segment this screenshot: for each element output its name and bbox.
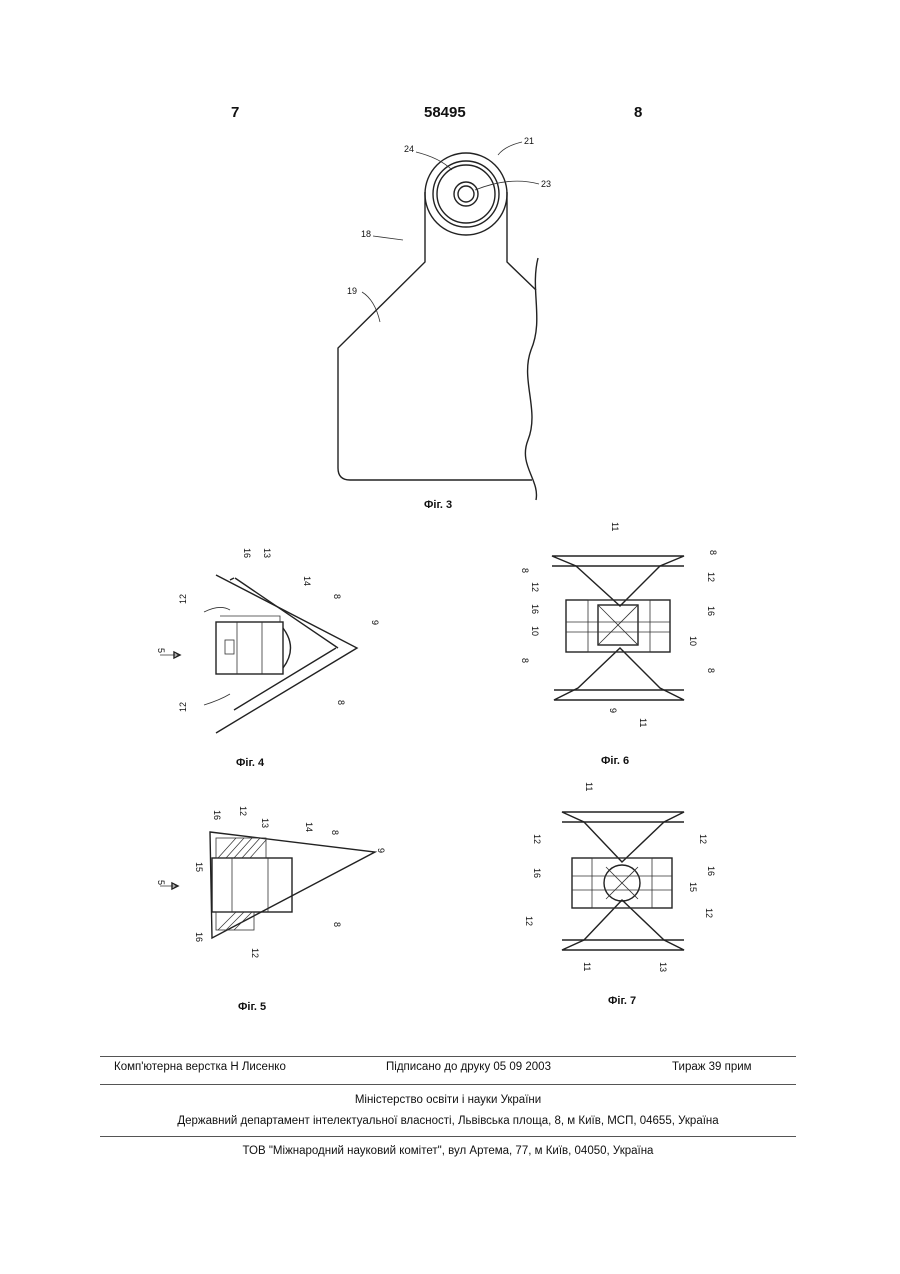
label-16-right: 16 — [706, 866, 716, 876]
figure-6: 11 8 8 12 12 16 16 10 10 8 8 9 11 Фіг. 6 — [520, 522, 718, 767]
label-15: 15 — [688, 882, 698, 892]
label-8-bottom-left: 8 — [520, 658, 530, 663]
label-12-bottom: 12 — [250, 948, 260, 958]
label-8-bottom: 8 — [336, 700, 346, 705]
label-8-top-right: 8 — [708, 550, 718, 555]
label-15: 15 — [194, 862, 204, 872]
label-14: 14 — [302, 576, 312, 586]
fig6-caption: Фіг. 6 — [601, 755, 629, 767]
figure-4: 16 13 12 14 8 9 5 12 8 Фіг. 4 — [156, 548, 380, 769]
label-12-bottom-left: 12 — [524, 916, 534, 926]
wedge-inner-top — [235, 578, 338, 648]
figure-3: 24 21 23 18 19 Фіг. 3 — [338, 136, 551, 511]
footer-ministry: Міністерство освіти і науки України — [100, 1094, 796, 1106]
label-8-bottom: 8 — [332, 922, 342, 927]
label-12-top-left: 12 — [532, 834, 542, 844]
fig4-caption: Фіг. 4 — [236, 757, 265, 769]
label-13: 13 — [262, 548, 272, 558]
bottom-wedge — [554, 648, 684, 700]
footer-department: Державний департамент інтелектуальної вл… — [100, 1115, 796, 1127]
clip-body — [216, 622, 283, 674]
clip-dome — [283, 628, 291, 668]
label-10-left: 10 — [530, 626, 540, 636]
label-16-right: 16 — [706, 606, 716, 616]
label-18: 18 — [361, 229, 371, 239]
inner-ring — [437, 165, 495, 223]
label-8-top: 8 — [332, 594, 342, 599]
footer-rule-middle — [100, 1084, 796, 1085]
label-16-top: 16 — [212, 810, 222, 820]
fig7-caption: Фіг. 7 — [608, 995, 636, 1007]
fig3-caption: Фіг. 3 — [424, 499, 452, 511]
label-19: 19 — [347, 286, 357, 296]
label-23: 23 — [541, 179, 551, 189]
label-5: 5 — [156, 880, 166, 885]
label-12-bottom-right: 12 — [704, 908, 714, 918]
clip-section — [212, 858, 292, 912]
footer-signed-date: Підписано до друку 05 09 2003 — [386, 1061, 551, 1073]
label-12-right: 12 — [706, 572, 716, 582]
label-11-top: 11 — [584, 782, 594, 791]
figure-7: 11 12 12 16 16 15 12 12 11 13 Фіг. 7 — [524, 782, 716, 1007]
top-wedge — [552, 556, 684, 606]
label-13: 13 — [260, 818, 270, 828]
label-11-top: 11 — [610, 522, 620, 531]
middle-ring — [433, 161, 499, 227]
footer-rule-top — [100, 1056, 796, 1057]
label-21: 21 — [524, 136, 534, 146]
label-12-left: 12 — [530, 582, 540, 592]
footer-layout-credit: Комп'ютерна верстка Н Лисенко — [114, 1061, 286, 1073]
label-11-bottom: 11 — [638, 718, 648, 727]
label-16-left: 16 — [532, 868, 542, 878]
label-9: 9 — [376, 848, 386, 853]
label-12-top: 12 — [238, 806, 248, 816]
label-9: 9 — [370, 620, 380, 625]
footer-publisher: ТОВ "Міжнародний науковий комітет", вул … — [100, 1145, 796, 1157]
label-11-bottom: 11 — [582, 962, 592, 971]
fig5-caption: Фіг. 5 — [238, 1001, 266, 1013]
footer-circulation: Тираж 39 прим — [672, 1061, 752, 1073]
label-8-top: 8 — [330, 830, 340, 835]
label-12-bottom: 12 — [178, 702, 188, 712]
tag-neck-right — [507, 192, 536, 290]
label-8-bottom-right: 8 — [706, 668, 716, 673]
label-10-right: 10 — [688, 636, 698, 646]
top-wedge — [562, 812, 684, 862]
label-16-left: 16 — [530, 604, 540, 614]
label-12-top: 12 — [178, 594, 188, 604]
label-16: 16 — [242, 548, 252, 558]
label-24: 24 — [404, 144, 414, 154]
label-14: 14 — [304, 822, 314, 832]
label-9: 9 — [608, 708, 618, 713]
figure-5: 16 12 13 14 8 9 15 5 16 12 8 Фіг. 5 — [156, 806, 386, 1013]
label-12-top-right: 12 — [698, 834, 708, 844]
pin-inner — [458, 186, 474, 202]
footer-rule-bottom — [100, 1136, 796, 1137]
label-8-top-left: 8 — [520, 568, 530, 573]
label-5: 5 — [156, 648, 166, 653]
label-16-bottom: 16 — [194, 932, 204, 942]
clip-body — [566, 600, 670, 652]
label-13: 13 — [658, 962, 668, 972]
break-line — [525, 258, 538, 500]
